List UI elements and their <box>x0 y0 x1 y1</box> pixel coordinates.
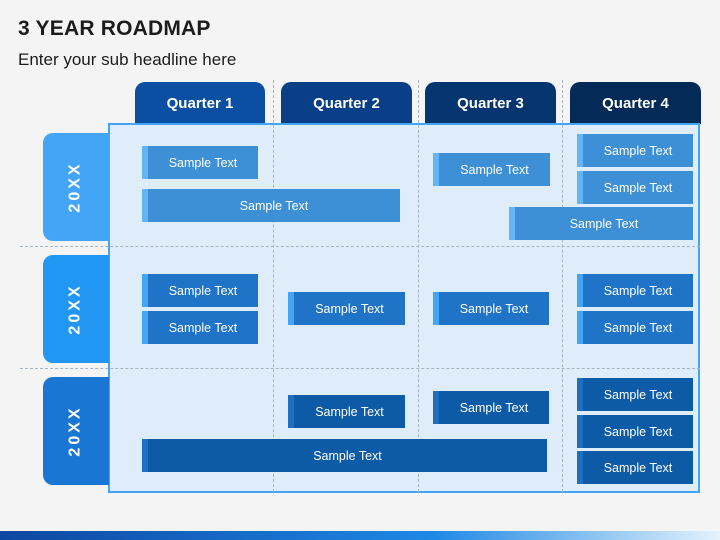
year-label-1: 20XX <box>43 133 109 241</box>
year-label-text: 20XX <box>66 283 84 335</box>
year-label-3: 20XX <box>43 377 109 485</box>
year-label-2: 20XX <box>43 255 109 363</box>
roadmap-task-bar: Sample Text <box>433 292 549 325</box>
roadmap-task-bar: Sample Text <box>509 207 693 240</box>
roadmap-task-bar: Sample Text <box>142 189 400 222</box>
quarter-1-header: Quarter 1 <box>135 82 265 124</box>
footer-accent-bar <box>0 531 720 540</box>
year-label-text: 20XX <box>66 161 84 213</box>
roadmap-task-bar: Sample Text <box>577 378 693 411</box>
roadmap-task-bar: Sample Text <box>288 292 405 325</box>
grid-divider-vertical <box>562 80 563 492</box>
grid-divider-vertical <box>418 80 419 492</box>
roadmap-task-bar: Sample Text <box>433 391 549 424</box>
roadmap-task-bar: Sample Text <box>142 311 258 344</box>
roadmap-task-bar: Sample Text <box>142 146 258 179</box>
roadmap-task-bar: Sample Text <box>142 439 547 472</box>
quarter-3-header: Quarter 3 <box>425 82 556 124</box>
quarter-2-header: Quarter 2 <box>281 82 412 124</box>
grid-divider-horizontal <box>20 368 700 369</box>
roadmap-task-bar: Sample Text <box>288 395 405 428</box>
roadmap-task-bar: Sample Text <box>577 134 693 167</box>
roadmap-task-bar: Sample Text <box>142 274 258 307</box>
roadmap-task-bar: Sample Text <box>577 274 693 307</box>
year-label-text: 20XX <box>66 405 84 457</box>
grid-divider-vertical <box>273 80 274 492</box>
roadmap-task-bar: Sample Text <box>577 311 693 344</box>
roadmap-task-bar: Sample Text <box>577 171 693 204</box>
page-title: 3 YEAR ROADMAP <box>18 17 211 40</box>
grid-divider-horizontal <box>20 246 700 247</box>
quarter-4-header: Quarter 4 <box>570 82 701 124</box>
roadmap-task-bar: Sample Text <box>433 153 550 186</box>
roadmap-task-bar: Sample Text <box>577 451 693 484</box>
page-subtitle: Enter your sub headline here <box>18 50 237 69</box>
roadmap-task-bar: Sample Text <box>577 415 693 448</box>
